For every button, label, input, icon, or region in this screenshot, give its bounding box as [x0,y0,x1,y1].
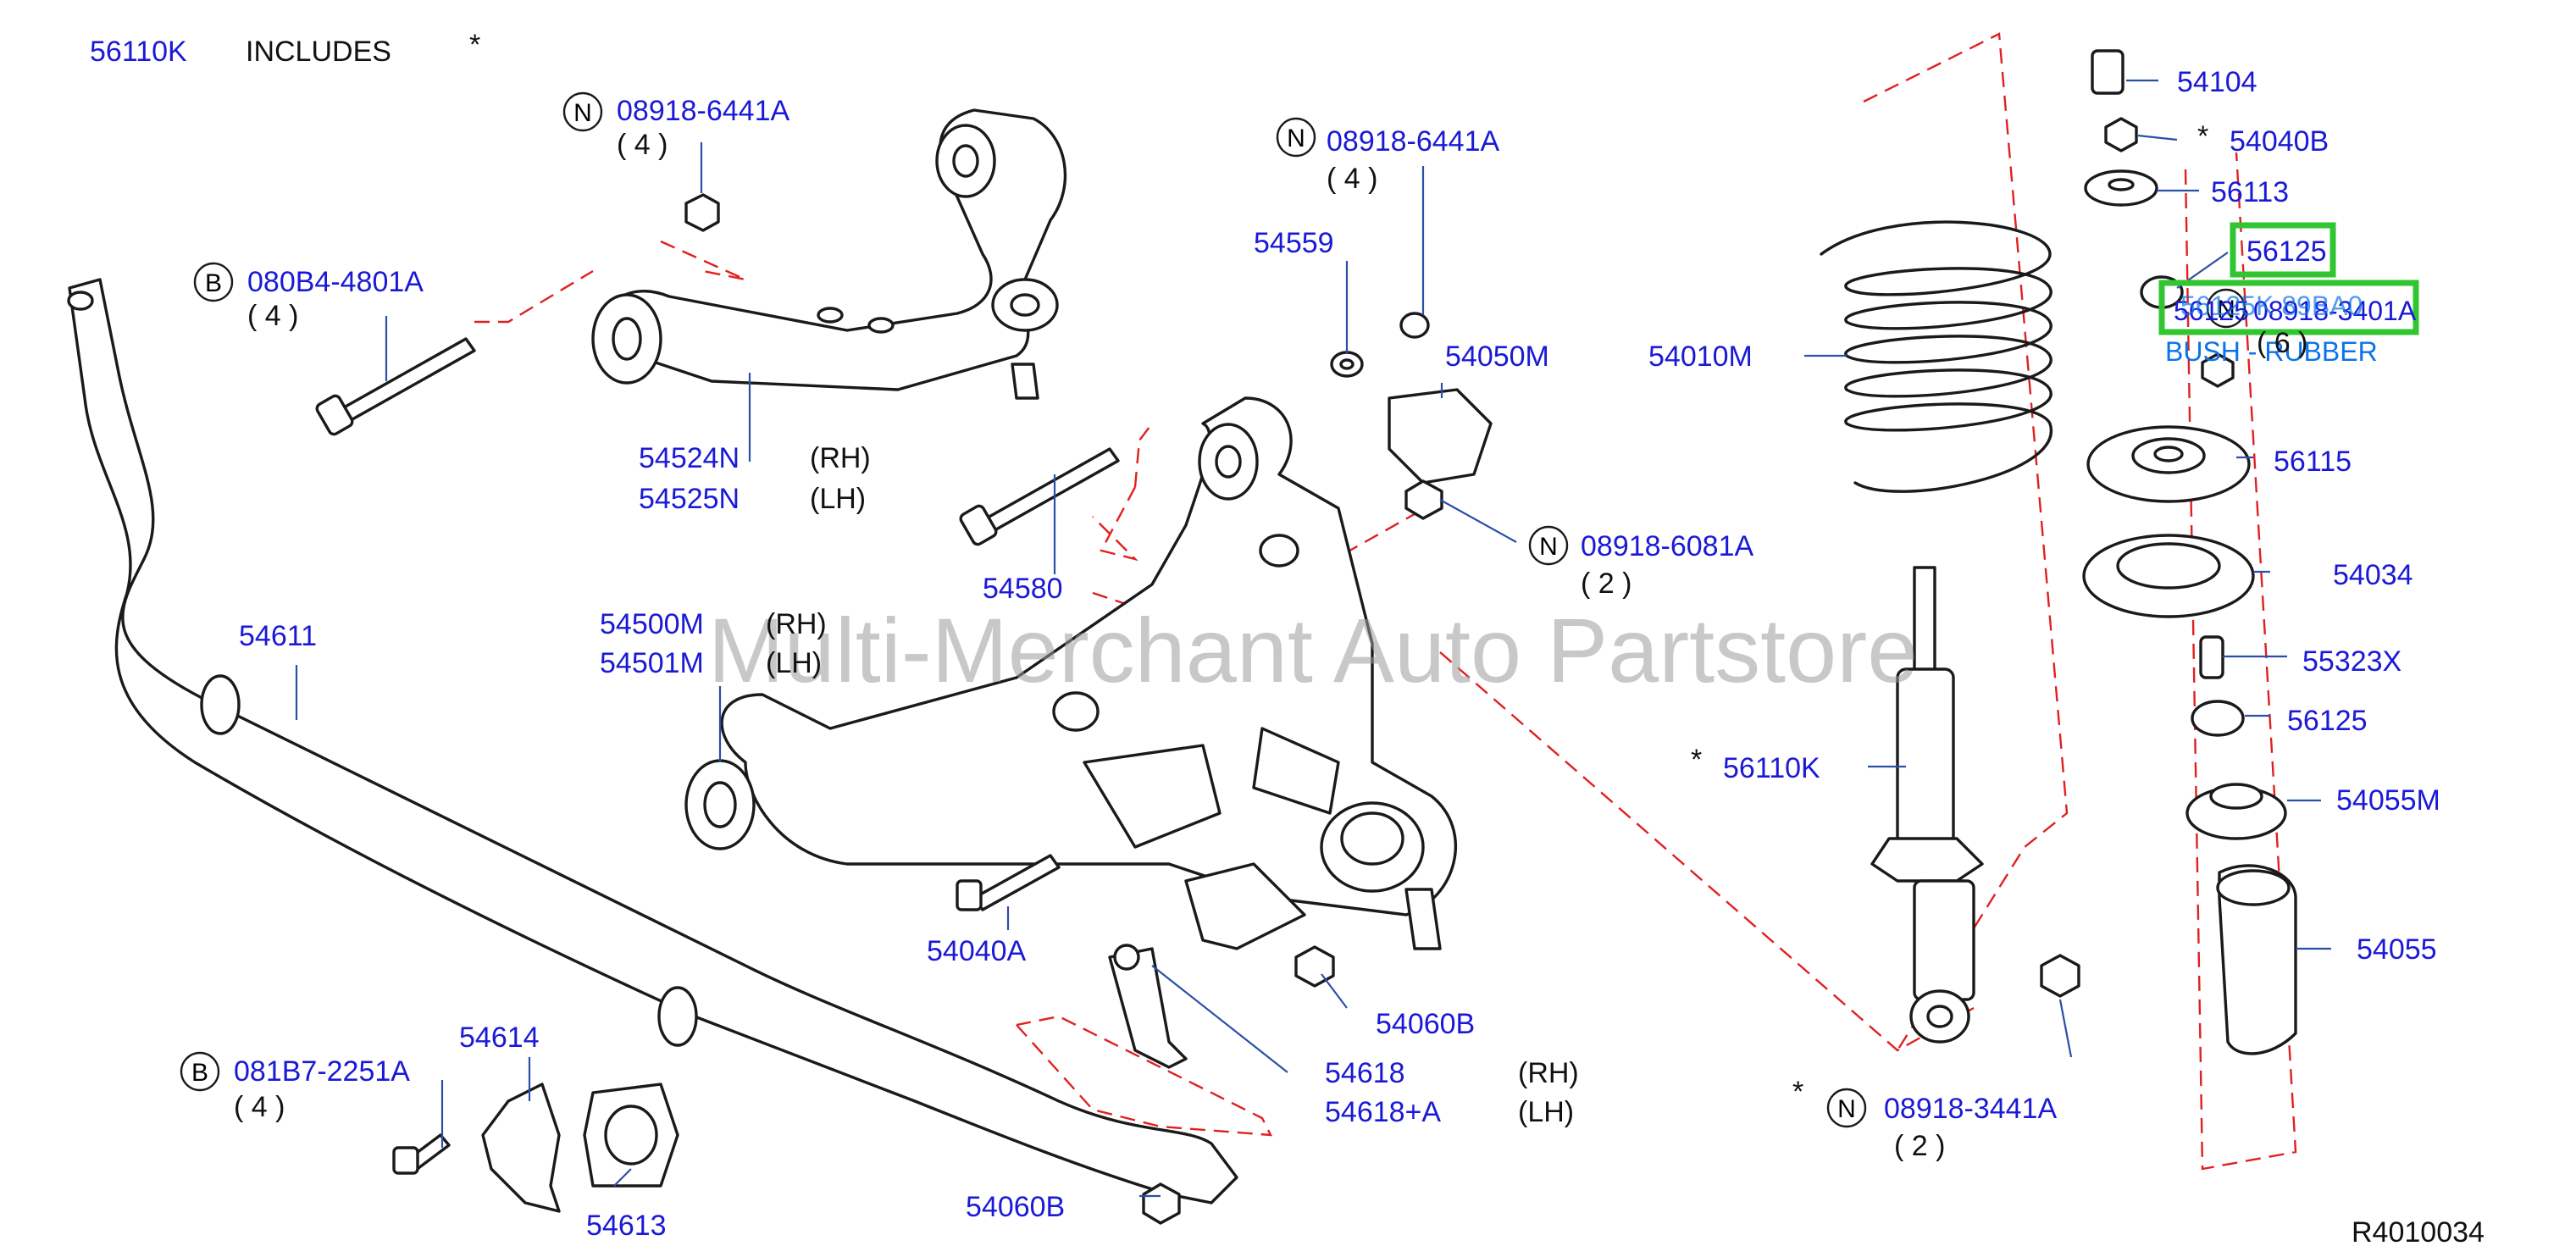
part-link-54611[interactable]: 54611 [239,620,317,652]
part-link-56113[interactable]: 56113 [2211,176,2289,208]
part-link-54060b-2[interactable]: 54060B [966,1191,1065,1223]
labels: 56110K INCLUDES * 08918-6441A ( 4 ) 080B… [90,29,2485,1249]
qty-label: ( 4 ) [234,1091,285,1123]
n-marker-letter: N [2217,296,2235,324]
part-link-54055[interactable]: 54055 [2357,933,2437,966]
stabilizer-bar [67,278,1238,1204]
b-marker-1: B [193,262,234,302]
qty-label: ( 6 ) [2257,327,2307,359]
part-link-54559[interactable]: 54559 [1254,227,1334,259]
part-link-56115[interactable]: 56115 [2274,446,2352,478]
strut-mount-stack [2082,49,2297,1055]
part-link-08918-6441a[interactable]: 08918-6441A [617,95,790,127]
side-label: (RH) [810,442,871,474]
watermark: Multi-Merchant Auto Partstore [708,599,1919,701]
part-link-54500m[interactable]: 54500M [600,608,704,640]
star-08918-3441a: * [1792,1076,1803,1108]
n-marker-letter: N [573,99,592,127]
qty-label: ( 4 ) [617,129,668,161]
part-link-08918-3441a[interactable]: 08918-3441A [1884,1093,2058,1125]
qty-label: ( 2 ) [1581,568,1631,600]
part-link-54580[interactable]: 54580 [983,573,1063,605]
marker-circles: N B N N B N N [180,91,2246,1128]
highlight-box-56125 [2230,222,2336,278]
qty-label: ( 2 ) [1894,1130,1945,1162]
part-link-54618[interactable]: 54618 [1325,1057,1405,1089]
part-link-54104[interactable]: 54104 [2177,66,2257,98]
part-link-56125[interactable]: 56125 [2246,235,2327,268]
side-label: (RH) [1518,1057,1579,1089]
qty-label: ( 4 ) [1327,163,1377,195]
n-marker-2: N [1276,117,1316,158]
n-marker-1: N [562,91,603,132]
lower-arm [684,396,1458,950]
n-marker-3: N [1528,525,1569,566]
part-link-54618-a[interactable]: 54618+A [1325,1096,1441,1128]
part-link-54010m[interactable]: 54010M [1648,341,1753,373]
includes-star: * [469,29,480,61]
n-marker-5: N [2206,288,2246,329]
overlay-part-08918-3401a[interactable]: 08918-3401A [2253,296,2417,326]
overlay-part-56125[interactable]: 56125 [2174,296,2249,326]
part-link-54614[interactable]: 54614 [459,1022,540,1054]
n-marker-letter: N [1539,533,1558,561]
part-link-54055m[interactable]: 54055M [2336,784,2440,817]
shock-absorber [1870,566,2080,1044]
part-link-54613[interactable]: 54613 [586,1210,667,1242]
diagram-id: R4010034 [2352,1216,2485,1249]
part-link-081b7-2251a[interactable]: 081B7-2251A [234,1055,410,1088]
b-marker-letter: B [191,1059,208,1087]
part-link-54524n[interactable]: 54524N [639,442,740,474]
n-marker-letter: N [1287,125,1305,152]
part-link-55323x[interactable]: 55323X [2302,645,2401,678]
part-link-080b4-4801a[interactable]: 080B4-4801A [247,266,424,298]
part-link-54060b[interactable]: 54060B [1376,1008,1475,1040]
b-marker-letter: B [205,269,222,297]
note-bush-rubber: BUSH - RUBBER [2165,336,2378,367]
b-marker-2: B [180,1051,220,1092]
star-56110k: * [1691,744,1702,776]
side-label: (LH) [810,483,866,515]
leader-lines [295,79,2331,1198]
part-link-08918-6441a-2[interactable]: 08918-6441A [1327,125,1500,158]
side-label: (LH) [766,647,822,679]
part-link-54050m[interactable]: 54050M [1445,341,1549,373]
n-marker-4: N [1826,1088,1867,1128]
part-link-54040b[interactable]: 54040B [2230,125,2329,158]
part-link-54525n[interactable]: 54525N [639,483,740,515]
upper-arm [591,108,1067,400]
part-link-56110k[interactable]: 56110K [90,36,187,68]
part-link-08918-6081a[interactable]: 08918-6081A [1581,530,1754,562]
part-link-54040a[interactable]: 54040A [927,935,1027,967]
part-link-54501m[interactable]: 54501M [600,647,704,679]
qty-label: ( 4 ) [247,300,298,332]
highlight-box-overlay [2158,280,2419,335]
fasteners [315,193,1493,1225]
side-label: (RH) [766,608,827,640]
includes-label: INCLUDES [246,36,391,68]
coil-spring [1820,220,2053,493]
part-link-56110k-2[interactable]: 56110K [1723,752,1820,784]
note-56125k: 56125K 89BA0 [2180,291,2363,321]
side-label: (LH) [1518,1096,1574,1128]
part-link-56125-2[interactable]: 56125 [2287,705,2368,737]
part-link-54034[interactable]: 54034 [2333,559,2413,591]
n-marker-letter: N [1837,1095,1856,1123]
star-54040b: * [2197,120,2208,152]
